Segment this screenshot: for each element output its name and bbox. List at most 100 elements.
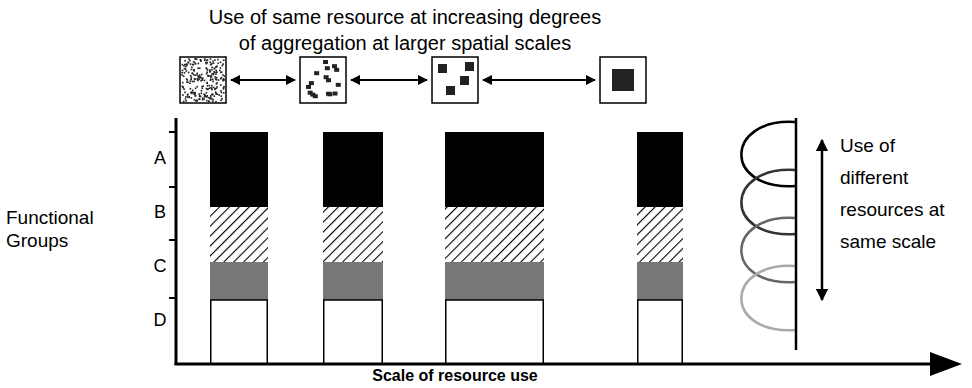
resource-dot	[214, 95, 216, 97]
resource-dot	[207, 69, 209, 71]
resource-dot	[207, 59, 209, 61]
resource-dot	[214, 89, 216, 91]
resource-dot	[210, 96, 212, 98]
y-axis	[175, 118, 178, 365]
resource-dot	[211, 67, 213, 69]
resource-dot	[207, 88, 209, 90]
resource-dot	[224, 79, 226, 81]
resource-dot	[202, 79, 204, 81]
x-axis	[175, 363, 936, 366]
resource-dot	[191, 76, 193, 78]
resource-dot	[211, 89, 213, 91]
resource-dot	[195, 100, 197, 102]
resource-dot	[193, 74, 195, 76]
resource-dot	[200, 96, 202, 98]
resource-patch	[306, 85, 311, 89]
resource-dot	[223, 92, 225, 94]
resource-dot	[182, 86, 184, 88]
resource-dot	[202, 77, 204, 79]
resource-patches	[181, 58, 474, 102]
resource-patch	[465, 62, 474, 71]
resource-dot	[194, 78, 196, 80]
coil-loop	[741, 170, 795, 234]
resource-dot	[207, 75, 209, 77]
resource-dot	[184, 60, 186, 62]
resource-dot	[210, 64, 212, 66]
resource-dot	[216, 79, 218, 81]
resource-dot	[202, 87, 204, 89]
bar-column	[323, 132, 383, 364]
resource-dot	[190, 80, 192, 82]
resource-dot	[214, 72, 216, 74]
resource-dot	[209, 69, 211, 71]
resource-patch	[324, 75, 329, 79]
resource-dot	[207, 89, 209, 91]
resource-dot	[211, 94, 213, 96]
resource-patch	[325, 66, 330, 70]
resource-dot	[205, 96, 207, 98]
bars	[210, 132, 683, 364]
resource-dot	[187, 96, 189, 98]
group-letter: C	[152, 256, 168, 278]
double-arrow	[351, 79, 427, 81]
resource-dot	[211, 73, 213, 75]
resource-dot	[189, 82, 191, 84]
resource-dot	[200, 59, 202, 61]
resource-dot	[193, 61, 195, 63]
resource-dot	[210, 87, 212, 89]
resource-dot	[215, 101, 217, 103]
resource-dot	[205, 67, 207, 69]
resource-dot	[214, 88, 216, 90]
resource-dot	[186, 70, 188, 72]
resource-dot	[206, 82, 208, 84]
texture-square	[180, 57, 226, 103]
resource-dot	[193, 69, 195, 71]
resource-patch	[327, 92, 332, 96]
resource-patch	[313, 94, 318, 98]
resource-dot	[188, 97, 190, 99]
resource-dot	[207, 85, 209, 87]
resource-dot	[206, 63, 208, 65]
resource-dot	[189, 60, 191, 62]
resource-patch	[333, 92, 338, 96]
resource-dot	[199, 96, 201, 98]
resource-dot	[214, 68, 216, 70]
resource-dot	[196, 86, 198, 88]
group-letter: B	[152, 202, 168, 224]
axis-tick	[169, 297, 176, 299]
resource-dot	[197, 79, 199, 81]
resource-dot	[194, 92, 196, 94]
resource-dot	[199, 67, 201, 69]
resource-dot	[220, 90, 222, 92]
resource-dot	[193, 69, 195, 71]
resource-dot	[215, 66, 217, 68]
coil-loop	[741, 218, 795, 282]
resource-dot	[204, 80, 206, 82]
resource-dot	[208, 100, 210, 102]
resource-dot	[211, 98, 213, 100]
resource-dot	[220, 67, 222, 69]
resource-dot	[206, 96, 208, 98]
bar-column	[637, 132, 683, 364]
resource-dot	[215, 93, 217, 95]
resource-dot	[210, 95, 212, 97]
resource-dot	[209, 71, 211, 73]
resource-dot	[198, 77, 200, 79]
resource-dot	[215, 92, 217, 94]
resource-dot	[182, 94, 184, 96]
resource-dot	[211, 75, 213, 77]
resource-dot	[217, 63, 219, 65]
resource-dot	[198, 78, 200, 80]
resource-dot	[216, 82, 218, 84]
resource-dot	[204, 96, 206, 98]
coil-loop	[741, 122, 795, 186]
bar-column	[210, 132, 268, 364]
resource-dot	[190, 79, 192, 81]
resource-dot	[191, 91, 193, 93]
resource-dot	[190, 78, 192, 80]
resource-dot	[182, 64, 184, 66]
resource-dot	[187, 94, 189, 96]
resource-dot	[212, 101, 214, 103]
resource-dot	[194, 74, 196, 76]
resource-dot	[200, 77, 202, 79]
